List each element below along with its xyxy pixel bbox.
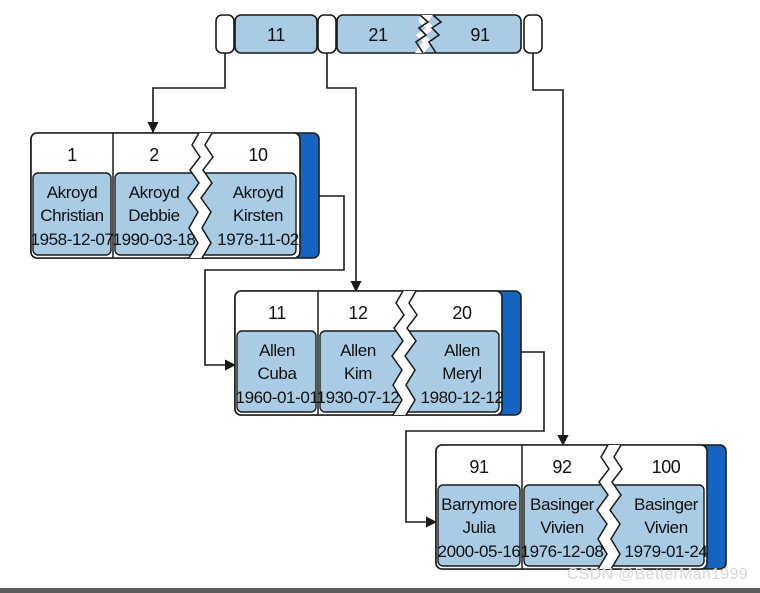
leaf-key-label: 91 [469,457,489,477]
record-last-name: Allen [444,341,480,360]
record-last-name: Basinger [634,495,699,514]
bottom-divider [0,588,760,593]
record-first-name: Kirsten [233,206,283,225]
record-birth-date: 1990-03-18 [113,230,196,249]
root-to-leaf-2-arrow [326,53,362,293]
leaf-key-label: 1 [67,145,77,165]
record-birth-date: 1978-11-02 [217,230,299,249]
root-key-cell [234,14,318,54]
record-birth-date: 1960-01-01 [236,388,319,407]
leaf-key-label: 10 [248,145,268,165]
leaf-key-label: 92 [552,457,572,477]
record-first-name: Vivien [540,518,584,537]
root-to-leaf-3-arrow [532,53,569,447]
leaf-key-label: 2 [149,145,159,165]
root-pointer-slot [523,14,543,54]
record-last-name: Barrymore [441,495,517,514]
record-last-name: Akroyd [129,183,180,202]
record-first-name: Kim [344,364,372,383]
leaf-key-label: 100 [652,457,681,477]
record-first-name: Christian [40,206,103,225]
record-birth-date: 1979-01-24 [625,542,708,561]
leaf-node-3: 91 92 100 Barrymore Julia 2000-05-16 Bas… [435,444,727,570]
root-key-label: 21 [368,25,388,45]
record-first-name: Julia [463,518,497,537]
leaf-key-label: 11 [268,303,286,323]
record-birth-date: 1980-12-12 [421,388,504,407]
root-key-label: 11 [267,25,285,45]
root-key-cell [336,14,522,54]
root-pointer-slot [317,14,337,54]
leaf-1-next-arrow [204,195,345,371]
record-first-name: Meryl [442,364,482,383]
root-pointer-slot [215,14,235,54]
record-last-name: Akroyd [47,183,98,202]
record-cell [437,484,521,567]
record-first-name: Vivien [644,518,688,537]
leaf-node-2: 11 12 20 Allen Cuba 1960-01-01 Allen Kim… [234,290,522,416]
leaf-2-next-arrow [405,351,545,528]
leaf-node-1: 1 2 10 Akroyd Christian 1958-12-07 Akroy… [30,132,320,259]
record-first-name: Cuba [257,364,297,383]
leaf-key-label: 20 [452,303,472,323]
leaf-key-label: 12 [348,303,368,323]
watermark-text: CSDN @BetterMan1999 [566,566,748,583]
root-node: 11 21 91 [215,14,543,54]
record-birth-date: 1930-07-12 [317,388,400,407]
record-last-name: Akroyd [233,183,284,202]
record-birth-date: 2000-05-16 [438,542,521,561]
root-key-label: 91 [470,25,490,45]
record-birth-date: 1958-12-07 [31,230,114,249]
record-first-name: Debbie [128,206,179,225]
leaf-sibling-arrows [204,195,545,528]
record-cell [236,330,317,413]
root-to-leaf-arrows [147,53,569,447]
record-last-name: Allen [340,341,376,360]
record-last-name: Basinger [530,495,595,514]
root-to-leaf-1-arrow [147,53,226,134]
record-last-name: Allen [259,341,295,360]
record-cell [32,172,112,256]
record-birth-date: 1976-12-08 [521,542,604,561]
